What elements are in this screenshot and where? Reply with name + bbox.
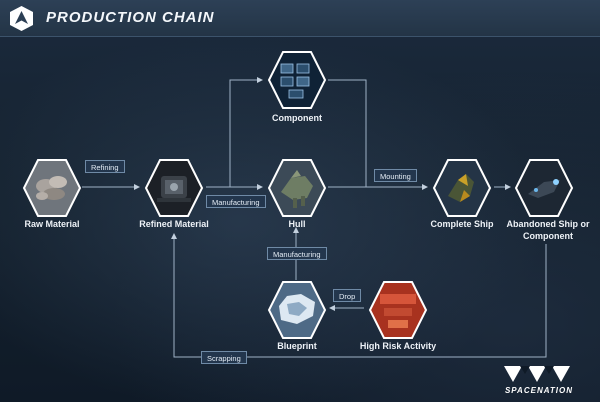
node-label-high-risk-activity: High Risk Activity	[359, 341, 437, 351]
component-module-icon	[267, 51, 327, 109]
high-risk-activity-icon	[368, 281, 428, 339]
node-label-blueprint: Blueprint	[277, 341, 317, 351]
complete-ship-icon	[432, 159, 492, 217]
node-label-complete-ship: Complete Ship	[430, 219, 494, 229]
ship-hull-icon	[267, 159, 327, 217]
node-blueprint[interactable]: Blueprint	[262, 280, 332, 356]
node-label-hull: Hull	[288, 219, 306, 229]
node-hull[interactable]: Hull	[262, 158, 332, 238]
blueprint-icon	[267, 281, 327, 339]
node-raw-material[interactable]: Raw Material	[20, 158, 84, 238]
space-nation-badge-icon	[10, 6, 33, 31]
page-title: PRODUCTION CHAIN	[46, 9, 215, 26]
header-bar: PRODUCTION CHAIN	[0, 0, 600, 37]
space-nation-logo: SPACENATION	[484, 362, 594, 398]
node-label-component: Component	[272, 113, 322, 123]
brand-wordmark: SPACENATION	[504, 386, 574, 395]
node-complete-ship[interactable]: Complete Ship	[424, 158, 500, 238]
node-label-abandoned-line1: Abandoned Ship or	[506, 219, 590, 229]
abandoned-ship-icon	[514, 159, 574, 217]
process-scrapping: Scrapping	[201, 351, 247, 364]
node-label-raw-material: Raw Material	[24, 219, 80, 229]
process-drop: Drop	[333, 289, 362, 302]
refined-alloy-icon	[144, 159, 204, 217]
node-abandoned-ship[interactable]: Abandoned Ship or Component	[500, 158, 596, 242]
node-high-risk-activity[interactable]: High Risk Activity	[356, 280, 440, 356]
node-label-abandoned-line2: Component	[523, 231, 573, 241]
process-mounting: Mounting	[374, 169, 417, 182]
process-refining: Refining	[85, 160, 125, 173]
node-label-refined-material: Refined Material	[139, 219, 209, 229]
process-manufacturing-hull: Manufacturing	[206, 195, 266, 208]
space-nation-wordmark-icon	[504, 366, 570, 382]
ore-cluster-icon	[22, 159, 82, 217]
node-component[interactable]: Component	[262, 50, 332, 126]
node-refined-material[interactable]: Refined Material	[136, 158, 212, 238]
process-manufacturing-blueprint: Manufacturing	[267, 247, 327, 260]
